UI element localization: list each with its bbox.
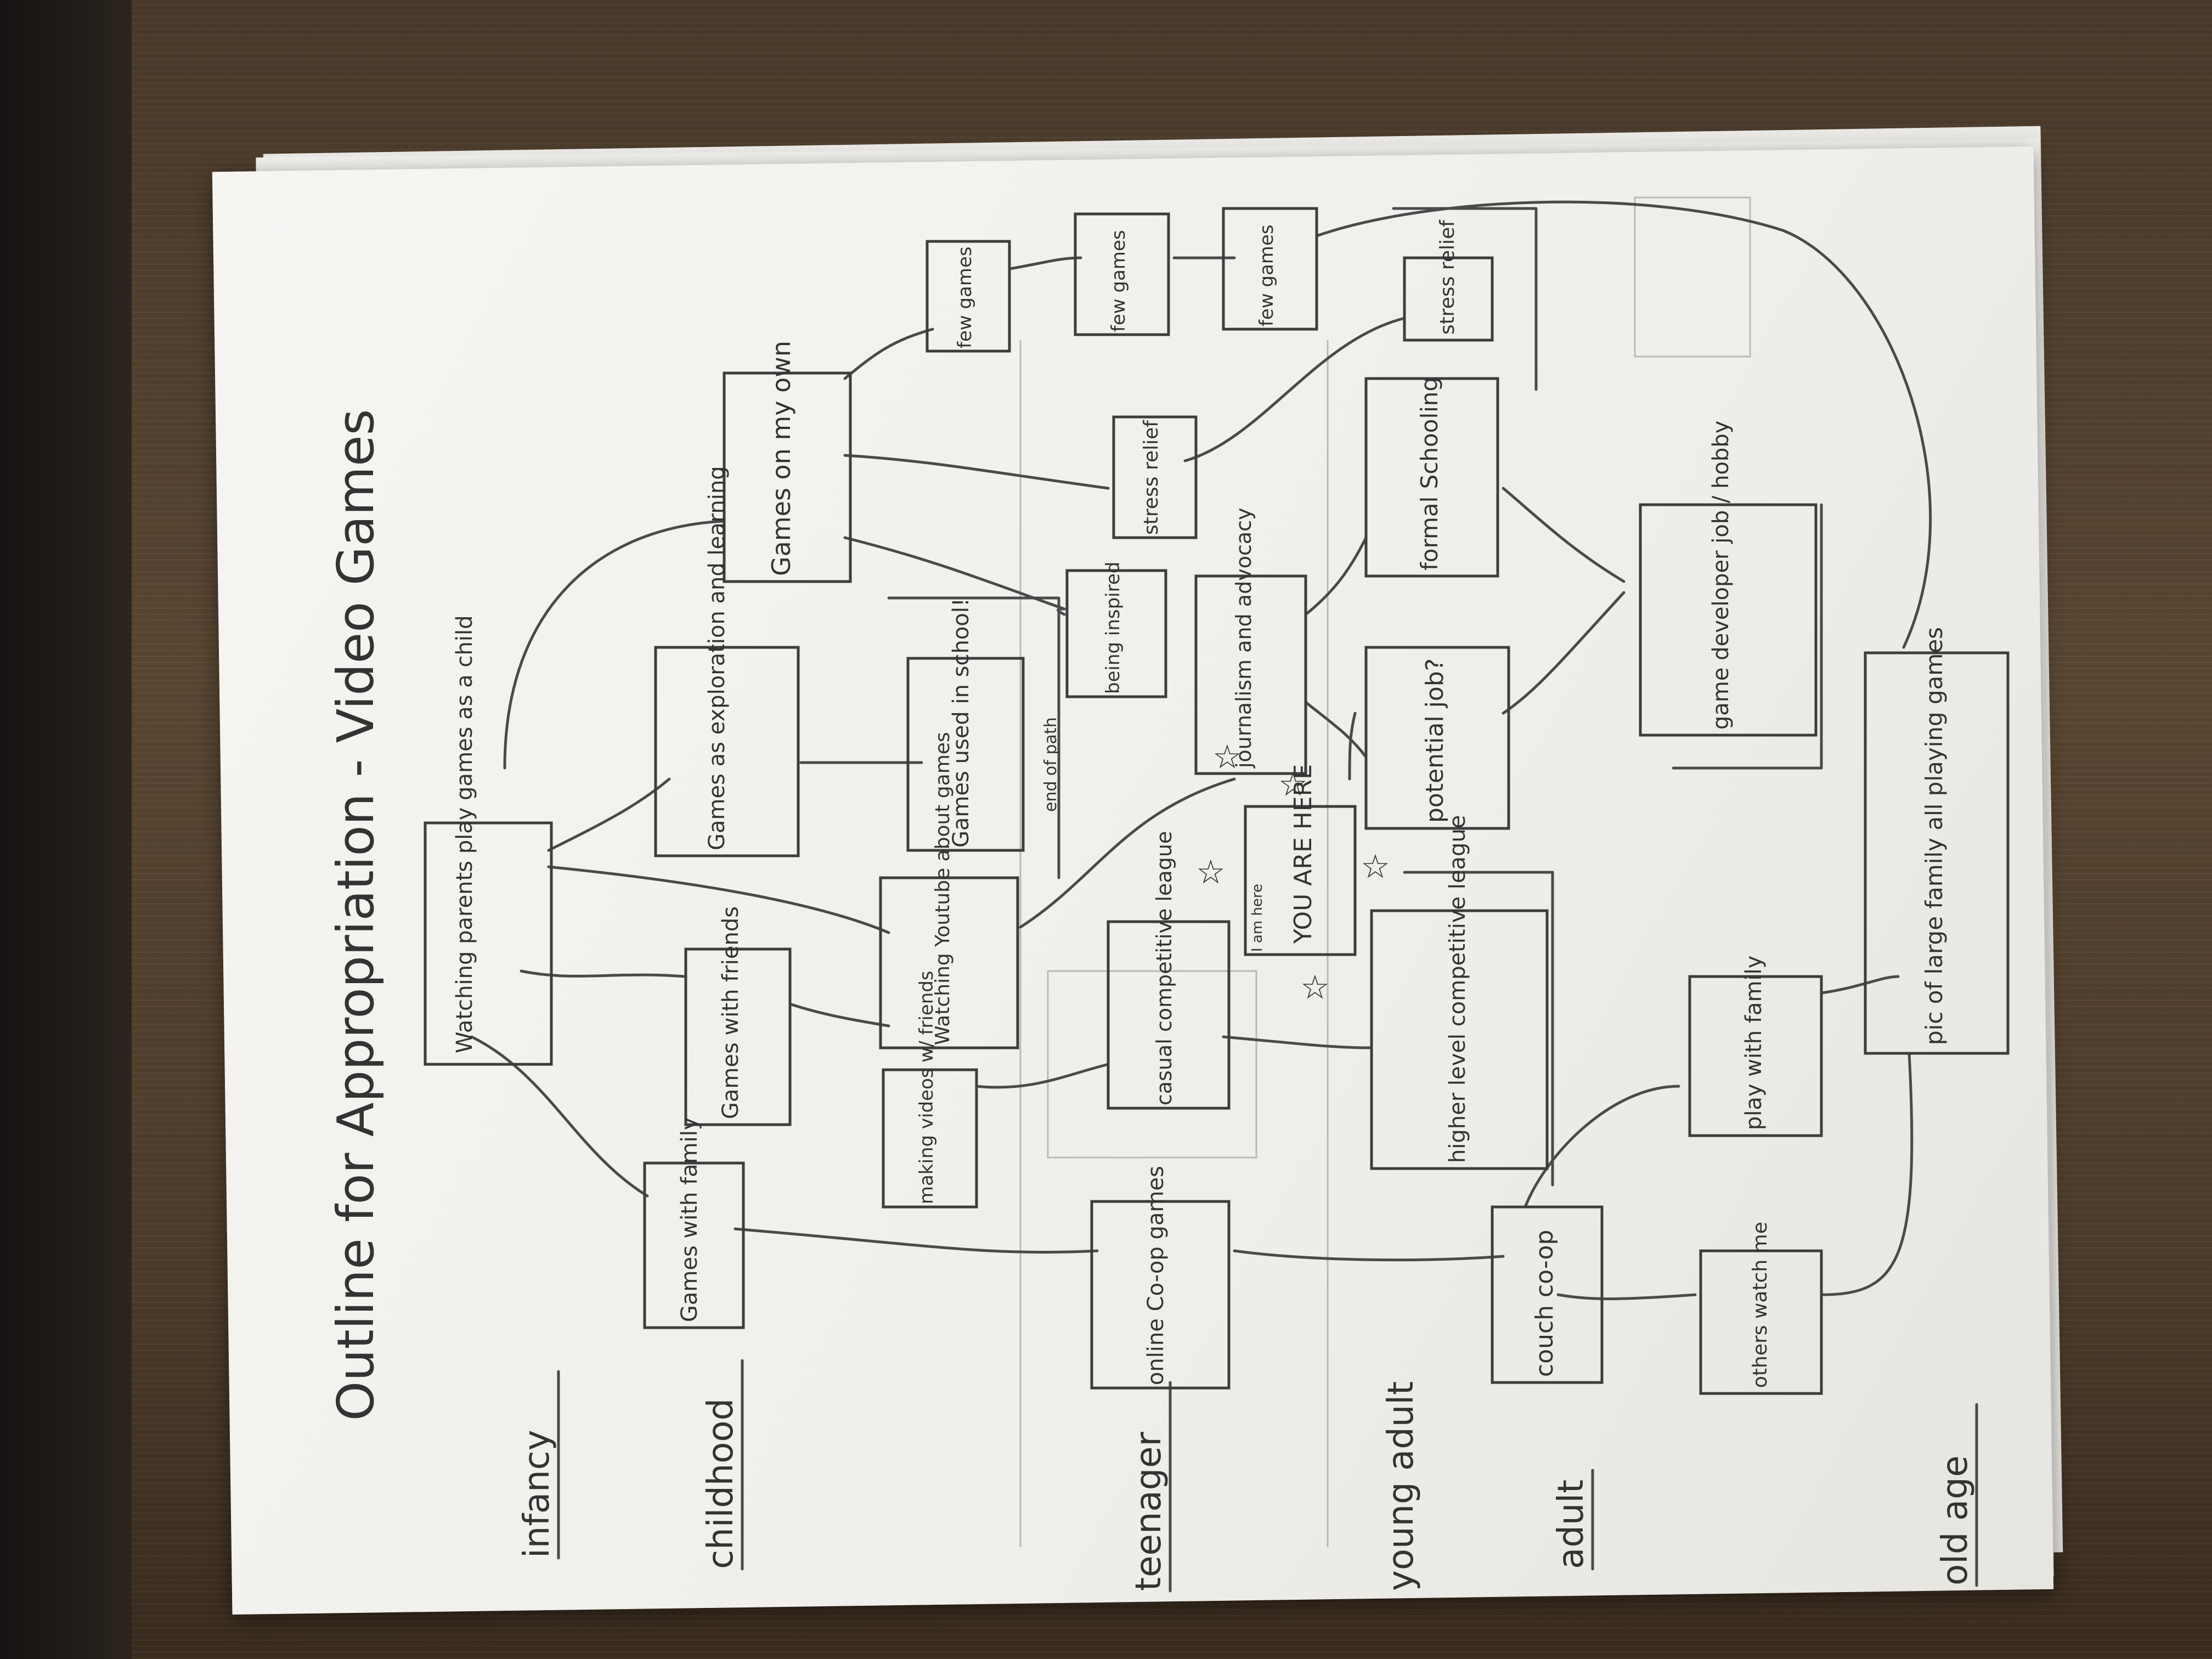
stage-young-adult: young adult xyxy=(1381,1381,1421,1591)
node-game-developer: game developer job / hobby xyxy=(1708,421,1734,730)
node-boxes xyxy=(424,207,2010,1395)
node-stress-relief-1: stress relief xyxy=(1140,420,1163,535)
node-few-games-1: few games xyxy=(954,246,976,348)
node-watching-parents: Watching parents play games as a child xyxy=(452,616,477,1053)
node-potential-job: potential job? xyxy=(1421,658,1449,823)
node-games-with-family: Games with family xyxy=(677,1117,702,1322)
node-pic-large-family: pic of large family all playing games xyxy=(1921,627,1948,1045)
connectors xyxy=(470,200,1932,1300)
node-labels: Watching parents play games as a child G… xyxy=(452,219,1948,1388)
node-games-in-school: Games used in school! xyxy=(949,598,974,848)
node-games-on-my-own: Games on my own xyxy=(766,341,796,576)
star-icon: ☆ xyxy=(1300,968,1330,1007)
node-play-with-family: play with family xyxy=(1741,956,1767,1130)
stage-labels: infancy childhood teenager young adult a… xyxy=(517,1359,1978,1593)
star-marks: ☆ ☆ ☆ ☆ ☆ xyxy=(1196,738,1390,1007)
star-icon: ☆ xyxy=(1196,853,1226,891)
node-journalism: journalism and advocacy xyxy=(1232,508,1256,769)
faint-guides xyxy=(1019,196,1751,1547)
node-you-are-here: YOU ARE HERE xyxy=(1289,764,1317,944)
node-i-am-here: I am here xyxy=(1249,884,1266,952)
stage-old-age: old age xyxy=(1935,1455,1976,1585)
page-title: Outline for Appropriation - Video Games xyxy=(326,409,385,1421)
node-others-watch-me: others watch me xyxy=(1749,1222,1771,1388)
stage-infancy: infancy xyxy=(517,1430,557,1558)
node-online-coop: online Co-op games xyxy=(1143,1166,1169,1385)
node-casual-competitive: casual competitive league xyxy=(1152,831,1176,1105)
star-icon: ☆ xyxy=(1361,848,1390,886)
node-making-videos: making videos w/ friends xyxy=(916,970,938,1204)
node-being-inspired: being inspired xyxy=(1102,562,1124,694)
node-few-games-2: few games xyxy=(1108,230,1130,332)
stage-adult: adult xyxy=(1551,1480,1592,1569)
node-formal-schooling: formal Schooling xyxy=(1416,377,1443,571)
node-games-with-friends: Games with friends xyxy=(718,906,743,1119)
desk-shadow xyxy=(0,0,143,1659)
stage-childhood: childhood xyxy=(701,1398,741,1569)
node-higher-competitive: higher level competitive league xyxy=(1445,815,1470,1163)
node-end-of-path: end of path xyxy=(1041,717,1060,812)
star-icon: ☆ xyxy=(1212,738,1242,776)
node-couch-coop: couch co-op xyxy=(1531,1229,1559,1377)
node-stress-relief-2: stress relief xyxy=(1436,219,1459,335)
node-few-games-3: few games xyxy=(1256,224,1278,326)
node-games-exploration: Games as exploration and learning xyxy=(704,466,730,850)
star-icon: ☆ xyxy=(1278,765,1308,804)
stage-teenager: teenager xyxy=(1128,1431,1169,1591)
node-watching-youtube: Watching Youtube about games xyxy=(932,732,954,1045)
